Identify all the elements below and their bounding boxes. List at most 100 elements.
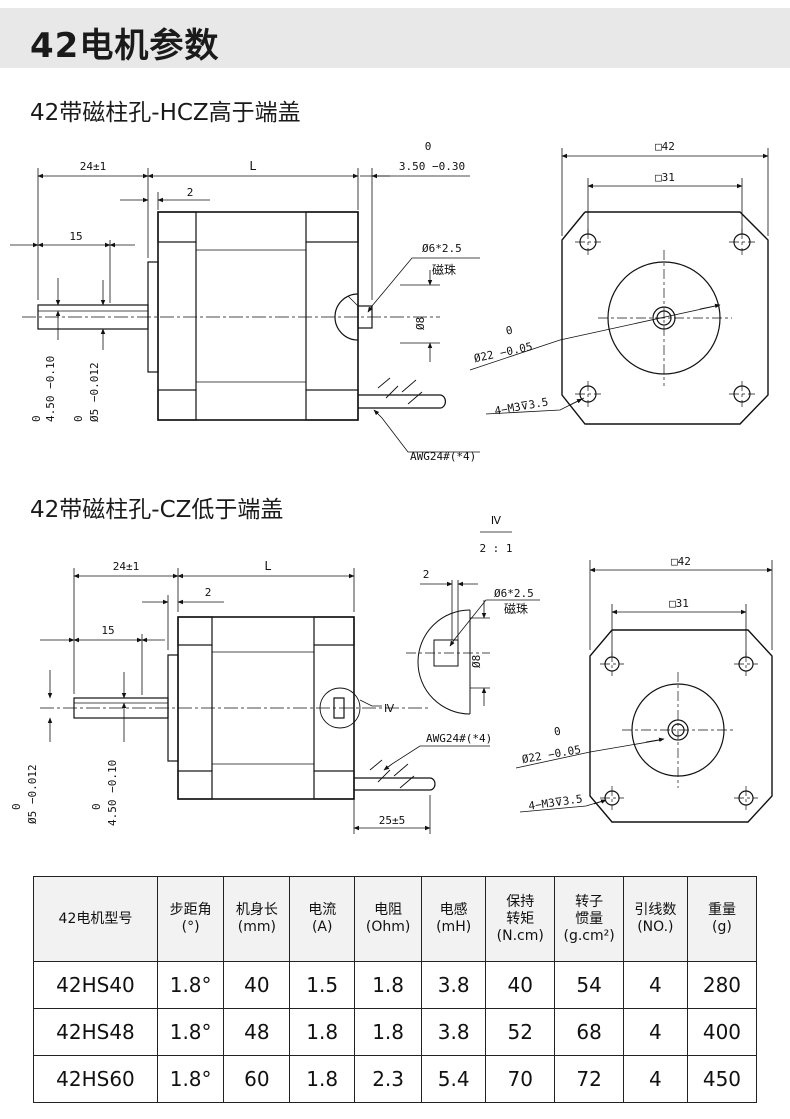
table-header-cell: 42电机型号	[33, 876, 158, 962]
dim-body-length-2: L	[264, 559, 271, 573]
detail-scale: 2 : 1	[479, 542, 512, 555]
table-header-cell: 保持转矩(N.cm)	[485, 876, 556, 962]
header-line: (mm)	[237, 919, 276, 935]
header-line: 42电机型号	[58, 910, 133, 927]
motor-parameter-table: 42电机型号步距角(°)机身长(mm)电流(A)电阻(Ohm)电感(mH)保持转…	[33, 876, 758, 1103]
dim-body-length: L	[249, 159, 256, 173]
dim-shaft-length-2: 24±1	[113, 560, 140, 573]
page-title: 42电机参数	[30, 26, 220, 66]
section-title-cz: 42带磁柱孔-CZ低于端盖	[30, 497, 284, 523]
detail-view-iv	[406, 609, 490, 715]
header-line: (g.cm²)	[563, 927, 615, 944]
dim-flat-tolerance: 4.50 −0.10	[44, 356, 57, 422]
dim-square-31-2: □31	[669, 597, 689, 610]
table-cell: 54	[554, 961, 624, 1009]
table-header-cell: 电感(mH)	[421, 876, 487, 962]
dim-lead-length: 25±5	[379, 814, 406, 827]
dim-flange-2: 2	[205, 586, 212, 599]
section-title-hcz: 42带磁柱孔-HCZ高于端盖	[30, 100, 301, 126]
table-cell: 3.8	[421, 961, 487, 1009]
dim-square-31: □31	[655, 171, 675, 184]
dim-shaft-tol-zero: 0	[72, 415, 85, 422]
dim-boss-diameter-2: Ø22 −0.05	[521, 743, 582, 766]
table-header-cell: 机身长(mm)	[223, 876, 291, 962]
dim-boss-tol-zero-2: 0	[553, 725, 562, 739]
table-header-cell: 电阻(Ohm)	[354, 876, 423, 962]
table-cell: 70	[485, 1055, 556, 1103]
table-cell: 400	[686, 1008, 758, 1056]
dim-flange: 2	[187, 186, 194, 199]
dim-shaft-diameter: Ø5 −0.012	[88, 362, 101, 422]
dim-flat-length-2: 15	[101, 624, 114, 637]
motor-side-view-2	[40, 616, 436, 800]
table-cell: 280	[686, 961, 758, 1009]
table-cell: 48	[223, 1008, 291, 1056]
header-line: (°)	[181, 919, 200, 935]
dim-screw-holes-2: 4−M3⊽3.5	[528, 792, 584, 812]
table-cell: 1.5	[289, 961, 356, 1009]
table-cell: 4	[622, 1055, 688, 1103]
dim-shaft-tol-zero-2: 0	[10, 803, 23, 810]
table-cell: 1.8	[354, 1008, 423, 1056]
table-header-row: 42电机型号步距角(°)机身长(mm)电流(A)电阻(Ohm)电感(mH)保持转…	[33, 876, 758, 962]
dim-flat-tolerance-2: 4.50 −0.10	[106, 760, 119, 826]
table-cell: 450	[686, 1055, 758, 1103]
model-cell: 42HS48	[33, 1008, 158, 1056]
label-magnet: 磁珠	[432, 262, 456, 277]
header-line: 电阻	[374, 902, 403, 918]
table-cell: 40	[485, 961, 556, 1009]
dim-flat-tol-zero: 0	[30, 415, 43, 422]
motor-front-view-1	[561, 211, 769, 425]
table-cell: 1.8°	[156, 1055, 225, 1103]
motor-side-view-1	[22, 211, 447, 421]
header-line: (N.cm)	[496, 927, 544, 944]
dim-square-42: □42	[655, 140, 675, 153]
table-cell: 4	[622, 961, 688, 1009]
table-cell: 1.8°	[156, 1008, 225, 1056]
header-line: (g)	[712, 919, 732, 935]
label-magnet-2: 磁珠	[504, 601, 528, 616]
header-line: 转子	[575, 893, 604, 910]
dim-square-42-2: □42	[671, 555, 691, 568]
header-line: 电流	[308, 902, 337, 918]
header-line: 机身长	[235, 902, 278, 918]
table-cell: 52	[485, 1008, 556, 1056]
table-cell: 5.4	[421, 1055, 487, 1103]
dim-phi8-2: Ø8	[470, 655, 483, 668]
table-header-cell: 电流(A)	[289, 876, 356, 962]
table-cell: 2.3	[354, 1055, 423, 1103]
dim-shaft-length: 24±1	[80, 160, 107, 173]
table-cell: 60	[223, 1055, 291, 1103]
dim-boss-tol-zero: 0	[505, 324, 514, 338]
dim-tolerance-value: 3.50 −0.30	[399, 160, 465, 173]
table-cell: 1.8	[289, 1008, 356, 1056]
table-header-cell: 步距角(°)	[156, 876, 225, 962]
drawing-cz: Ⅳ 2 : 1	[10, 514, 773, 834]
table-cell: 72	[554, 1055, 624, 1103]
dim-flat-tol-zero-2: 0	[90, 803, 103, 810]
header-line: 转矩	[506, 910, 535, 927]
header-line: 引线数	[634, 902, 677, 918]
dim-phi8: Ø8	[414, 317, 427, 330]
dim-magnet-hole: Ø6*2.5	[422, 242, 462, 255]
label-wire-gauge-2: AWG24#(*4)	[426, 732, 492, 745]
dim-screw-holes: 4−M3⊽3.5	[493, 395, 549, 417]
dim-boss-diameter: Ø22 −0.05	[473, 340, 534, 365]
header-line: 电感	[439, 902, 468, 918]
table-header-cell: 引线数(NO.)	[622, 876, 688, 962]
model-cell: 42HS40	[33, 961, 158, 1009]
model-cell: 42HS60	[33, 1055, 158, 1103]
title-bar: 42电机参数	[0, 8, 790, 68]
header-line: (A)	[311, 919, 333, 935]
header-line: 步距角	[169, 902, 212, 918]
table-cell: 3.8	[421, 1008, 487, 1056]
dim-detail-2: 2	[423, 568, 430, 581]
label-wire-gauge: AWG24#(*4)	[410, 450, 476, 463]
dim-magnet-hole-2: Ø6*2.5	[494, 587, 534, 600]
table-cell: 68	[554, 1008, 624, 1056]
detail-label: Ⅳ	[491, 514, 502, 527]
table-cell: 1.8	[289, 1055, 356, 1103]
